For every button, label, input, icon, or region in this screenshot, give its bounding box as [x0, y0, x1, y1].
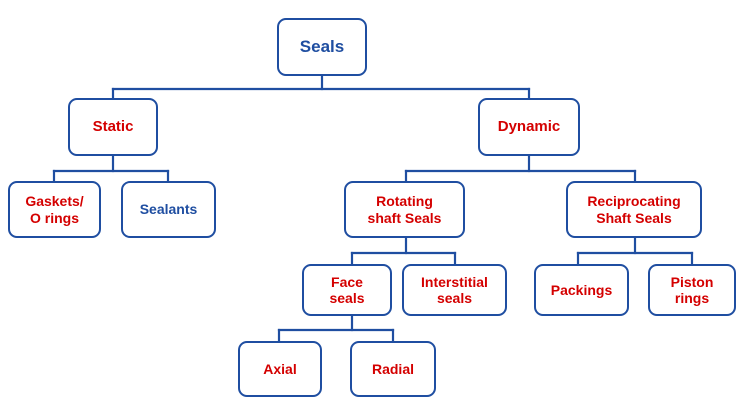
node-rotating-shaft-seals-label: Rotating shaft Seals [367, 193, 442, 226]
node-rotating-shaft-seals[interactable]: Rotating shaft Seals [344, 181, 465, 238]
node-reciprocating-shaft-seals-label: Reciprocating Shaft Seals [587, 193, 681, 226]
node-piston-rings[interactable]: Piston rings [648, 264, 736, 316]
node-axial-label: Axial [263, 360, 297, 377]
node-sealants[interactable]: Sealants [121, 181, 216, 238]
node-face-seals-label: Face seals [329, 273, 365, 306]
node-packings[interactable]: Packings [534, 264, 629, 316]
node-reciprocating-shaft-seals[interactable]: Reciprocating Shaft Seals [566, 181, 702, 238]
node-face-seals[interactable]: Face seals [302, 264, 392, 316]
node-interstitial-seals[interactable]: Interstitial seals [402, 264, 507, 316]
node-radial-label: Radial [371, 360, 414, 377]
node-radial[interactable]: Radial [350, 341, 436, 397]
node-dynamic[interactable]: Dynamic [478, 98, 580, 156]
node-interstitial-seals-label: Interstitial seals [421, 273, 488, 306]
node-packings-label: Packings [550, 281, 613, 298]
node-seals[interactable]: Seals [277, 18, 367, 76]
node-static[interactable]: Static [68, 98, 158, 156]
node-seals-label: Seals [299, 37, 345, 57]
node-static-label: Static [92, 118, 134, 136]
node-gaskets-o-rings[interactable]: Gaskets/ O rings [8, 181, 101, 238]
node-sealants-label: Sealants [139, 201, 198, 218]
node-dynamic-label: Dynamic [497, 118, 561, 136]
node-axial[interactable]: Axial [238, 341, 322, 397]
node-piston-rings-label: Piston rings [670, 273, 714, 306]
node-gaskets-o-rings-label: Gaskets/ O rings [25, 193, 84, 226]
